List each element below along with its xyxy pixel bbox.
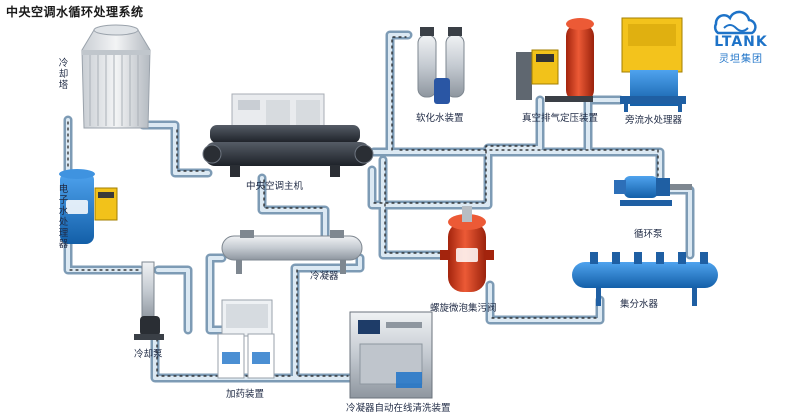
label-circulating-pump: 循环泵 — [634, 229, 663, 240]
cooling-tower-icon — [81, 24, 151, 129]
water-distributor-icon — [572, 252, 718, 306]
label-water-distributor: 集分水器 — [620, 299, 659, 310]
label-spiral-separator: 螺旋微泡集污阀 — [430, 303, 497, 314]
label-cooling-pump: 冷却泵 — [134, 349, 163, 360]
circulating-pump-icon — [614, 176, 692, 206]
brand-block: LTANK 灵坦集团 — [704, 34, 778, 65]
vacuum-degassing-icon — [516, 18, 594, 102]
label-vacuum-degassing: 真空排气定压装置 — [522, 113, 599, 124]
softening-unit-icon — [417, 27, 465, 104]
spiral-separator-icon — [440, 206, 494, 292]
label-condenser-cleaning: 冷凝器自动在线清洗装置 — [346, 403, 451, 414]
brand-name: LTANK — [714, 34, 768, 50]
condenser-icon — [221, 230, 363, 274]
label-dosing-unit: 加药装置 — [226, 389, 265, 400]
page-title: 中央空调水循环处理系统 — [6, 5, 144, 19]
label-softening-unit: 软化水装置 — [416, 113, 464, 124]
bypass-water-processor-icon — [620, 17, 686, 112]
label-central-ac-unit: 中央空调主机 — [246, 181, 304, 192]
dosing-unit-icon — [217, 299, 275, 379]
label-electronic-water-processor: 电子水处理器 — [58, 184, 69, 250]
central-ac-unit-icon — [202, 93, 374, 177]
brand-subtitle: 灵坦集团 — [719, 54, 763, 65]
label-bypass-processor: 旁流水处理器 — [625, 115, 683, 126]
electronic-water-processor-icon — [59, 169, 118, 244]
brand-logo-icon — [713, 10, 757, 35]
label-condenser: 冷凝器 — [310, 271, 339, 282]
label-cooling-tower: 冷却塔 — [58, 58, 69, 91]
cooling-pump-icon — [134, 261, 164, 340]
condenser-cleaning-icon — [349, 311, 433, 399]
